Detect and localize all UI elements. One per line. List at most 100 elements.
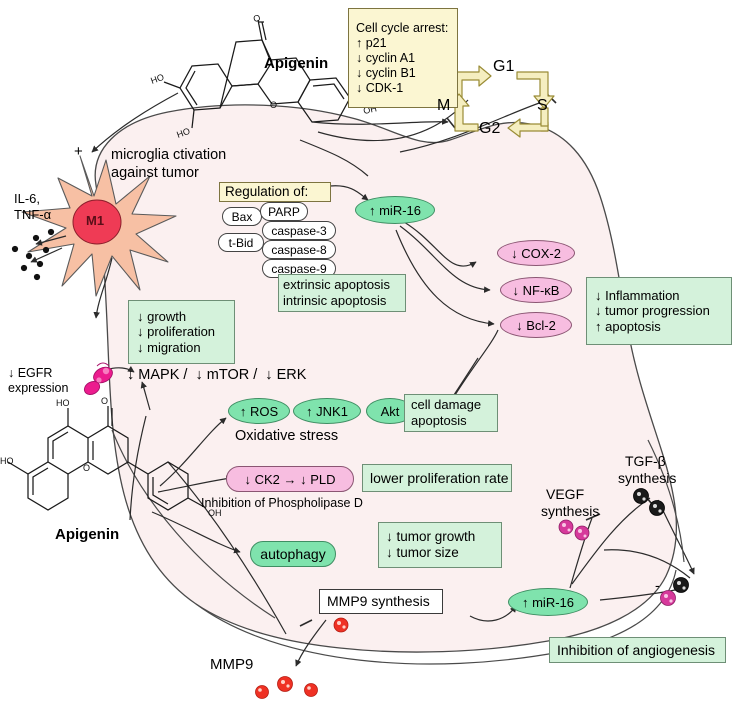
autophagy-label: autophagy xyxy=(260,546,326,562)
regulation-node-caspase8-label: caspase-8 xyxy=(271,242,327,257)
pld-inhibition-caption: Inhibition of Phospholipase D xyxy=(201,496,363,510)
ros-ellipse: ↑ ROS xyxy=(228,398,290,424)
apigenin-label-bottom: Apigenin xyxy=(55,526,120,543)
regulation-node-tbid: t-Bid xyxy=(218,233,264,252)
cell-cycle-arrest-item-2: ↓ cyclin B1 xyxy=(356,65,416,80)
oxidative-stress-caption: Oxidative stress xyxy=(235,428,339,444)
mmp9-synthesis-box: MMP9 synthesis xyxy=(319,589,443,614)
egfr-expression-line1: ↓ EGFR xyxy=(8,366,53,380)
apigenin-structure-bottom: O O HO HO OH xyxy=(0,396,222,518)
growth-line2: ↓ proliferation xyxy=(137,324,216,340)
svg-text:O: O xyxy=(83,463,90,473)
inflammation-outcome-line2: ↓ tumor progression xyxy=(595,303,710,319)
svg-text:HO: HO xyxy=(149,72,165,86)
growth-line1: ↓ growth xyxy=(137,308,187,324)
regulation-node-parp-label: PARP xyxy=(268,204,300,219)
cell-cycle-phase-s: S xyxy=(537,97,548,114)
bcl2-label: ↓ Bcl-2 xyxy=(516,317,556,333)
ck2-pld-ellipse: ↓ CK2 → ↓ PLD xyxy=(226,466,354,492)
cox2-label: ↓ COX-2 xyxy=(511,245,561,261)
regulation-node-parp: PARP xyxy=(260,202,308,221)
regulation-node-bax-label: Bax xyxy=(231,209,253,224)
svg-text:HO: HO xyxy=(0,456,14,466)
regulation-node-caspase9-label: caspase-9 xyxy=(271,261,327,276)
angiogenesis-inhibition-label: Inhibition of angiogenesis xyxy=(557,641,716,658)
inflammation-outcome-line1: ↓ Inflammation xyxy=(595,287,680,303)
svg-text:HO: HO xyxy=(56,398,70,408)
apoptosis-types-box: extrinsic apoptosis intrinsic apoptosis xyxy=(278,274,406,312)
cytokine-particles xyxy=(11,228,55,281)
cox2-ellipse: ↓ COX-2 xyxy=(497,240,575,266)
angiogenesis-inhibition-box: Inhibition of angiogenesis xyxy=(549,637,726,663)
cell-damage-box: cell damage apoptosis xyxy=(404,394,498,432)
vegf-particles xyxy=(558,519,676,606)
egfr-expression-line2: expression xyxy=(8,381,69,395)
microglia-cell xyxy=(21,155,177,297)
vegf-synthesis-line1: VEGF xyxy=(546,486,585,502)
regulation-node-bax: Bax xyxy=(222,207,262,226)
microglia-caption-line2: against tumor xyxy=(111,165,199,181)
ck2-pld-label: ↓ CK2 → ↓ PLD xyxy=(244,471,336,487)
regulation-node-caspase3: caspase-3 xyxy=(262,221,336,240)
tumor-growth-box: ↓ tumor growth ↓ tumor size xyxy=(378,522,502,568)
cell-cycle-arrest-item-3: ↓ CDK-1 xyxy=(356,80,404,95)
regulation-header-label: Regulation of: xyxy=(225,183,309,199)
cytokines-line1: IL-6, xyxy=(14,191,41,206)
vegf-synthesis-line2: synthesis xyxy=(541,503,600,519)
tumor-growth-line1: ↓ tumor growth xyxy=(386,528,476,544)
cytokines-line2: TNF-α xyxy=(14,207,52,222)
mmp9-label: MMP9 xyxy=(210,656,254,673)
jnk1-label: ↑ JNK1 xyxy=(306,403,348,419)
m1-nucleus xyxy=(72,199,122,245)
inflammation-outcome-box: ↓ Inflammation ↓ tumor progression ↑ apo… xyxy=(586,277,732,345)
m1-nucleus-label: M1 xyxy=(86,213,105,228)
ros-label: ↑ ROS xyxy=(239,403,279,419)
cell-cycle-arrest-box: Cell cycle arrest: ↑ p21 ↓ cyclin A1 ↓ c… xyxy=(348,8,458,108)
tgfb-synthesis-line1: TGF-β xyxy=(625,453,666,469)
cell-damage-line1: cell damage xyxy=(411,397,482,413)
autophagy-ellipse: autophagy xyxy=(250,541,336,567)
svg-text:HO: HO xyxy=(175,126,191,140)
microglia-caption-line1: microglia ctivation xyxy=(111,147,227,163)
regulation-header-box: Regulation of: xyxy=(219,182,331,202)
svg-text:O: O xyxy=(270,100,277,110)
mmp9-synthesis-label: MMP9 synthesis xyxy=(327,593,430,610)
regulation-node-tbid-label: t-Bid xyxy=(228,235,254,250)
regulation-node-caspase3-label: caspase-3 xyxy=(271,223,327,238)
cell-cycle-arrest-item-0: ↑ p21 xyxy=(356,35,387,50)
cell-cycle-phase-m: M xyxy=(437,97,451,114)
nfkb-ellipse: ↓ NF-κB xyxy=(500,277,572,303)
angiogenesis-minus-sign: - xyxy=(655,577,660,593)
svg-text:OH: OH xyxy=(208,508,222,518)
growth-box: ↓ growth ↓ proliferation ↓ migration xyxy=(128,300,235,364)
mmp9-particles xyxy=(255,617,349,699)
regulation-node-caspase8: caspase-8 xyxy=(262,240,336,259)
jnk1-ellipse: ↑ JNK1 xyxy=(293,398,361,424)
tgfb-particles xyxy=(633,488,689,593)
svg-text:O: O xyxy=(101,396,108,406)
cell-cycle-phase-g2: G2 xyxy=(479,120,501,137)
cell-cycle-arrest-item-1: ↓ cyclin A1 xyxy=(356,50,416,65)
mir16-top-ellipse: ↑ miR-16 xyxy=(355,196,435,224)
nfkb-label: ↓ NF-κB xyxy=(512,282,560,298)
apigenin-label-top: Apigenin xyxy=(264,55,329,72)
svg-text:O: O xyxy=(252,13,261,24)
proliferation-rate-box: lower proliferation rate xyxy=(362,464,512,492)
akt-label: Akt xyxy=(380,403,400,419)
inflammation-outcome-line3: ↑ apoptosis xyxy=(595,318,661,334)
bcl2-ellipse: ↓ Bcl-2 xyxy=(500,312,572,338)
cell-cycle-phase-g1: G1 xyxy=(493,58,515,75)
cell-cycle-arrest-title: Cell cycle arrest: xyxy=(356,20,449,35)
cell-damage-line2: apoptosis xyxy=(411,413,467,428)
mapk-pathway-label: ↓ MAPK / ↓ mTOR / ↓ ERK xyxy=(127,367,307,383)
mir16-bottom-label: ↑ miR-16 xyxy=(521,594,574,610)
tumor-growth-line2: ↓ tumor size xyxy=(386,545,459,560)
growth-line3: ↓ migration xyxy=(137,339,201,355)
apoptosis-types-line1: extrinsic apoptosis xyxy=(283,277,390,293)
proliferation-rate-label: lower proliferation rate xyxy=(370,469,509,486)
egfr-receptor xyxy=(83,362,113,395)
apoptosis-types-line2: intrinsic apoptosis xyxy=(283,293,387,308)
microglia-plus-sign: + xyxy=(74,143,83,160)
mir16-top-label: ↑ miR-16 xyxy=(368,202,421,218)
